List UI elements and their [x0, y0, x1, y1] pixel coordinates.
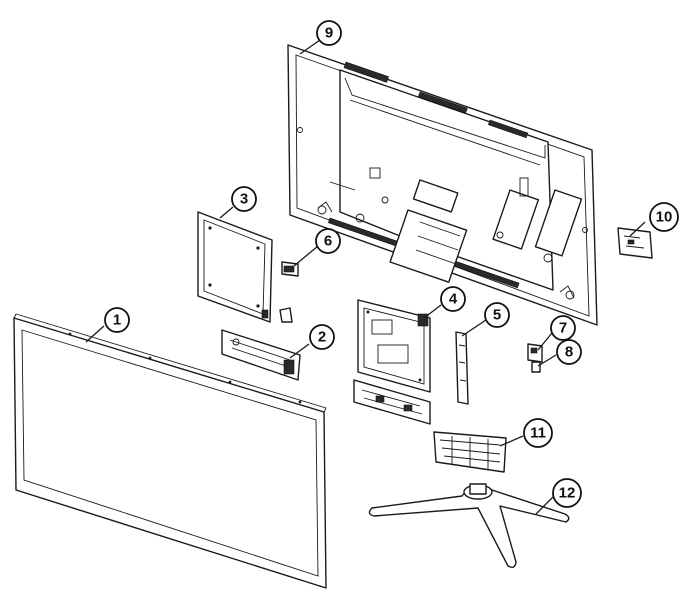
callout-1: 1 [104, 307, 130, 333]
leader-lines [85, 39, 646, 515]
callout-6: 6 [315, 228, 341, 254]
rear-cover-part [287, 44, 598, 326]
part-10-board [617, 227, 653, 259]
part-1-panel [13, 313, 327, 589]
callout-10: 10 [649, 202, 679, 232]
callout-8-label: 8 [565, 344, 573, 361]
callout-4: 4 [440, 286, 466, 312]
callout-6-label: 6 [324, 233, 332, 250]
callout-2-label: 2 [318, 329, 326, 346]
lower-bracket [353, 379, 431, 425]
callout-7-label: 7 [559, 320, 567, 337]
callout-5-label: 5 [493, 307, 501, 324]
part-12-stand-base [368, 483, 570, 569]
callout-11-label: 11 [530, 425, 546, 442]
callout-9: 9 [316, 20, 342, 46]
callout-3-label: 3 [240, 191, 248, 208]
callout-12-label: 12 [559, 485, 576, 502]
callout-10-label: 10 [656, 209, 673, 226]
part-3-board [197, 211, 273, 323]
part-11-stand-neck [433, 431, 507, 473]
callout-2: 2 [309, 324, 335, 350]
callout-12: 12 [552, 478, 582, 508]
callout-1-label: 1 [113, 312, 121, 329]
part-6-bracket [279, 261, 299, 323]
callout-7: 7 [550, 315, 576, 341]
callout-5: 5 [484, 302, 510, 328]
callout-9-label: 9 [325, 25, 333, 42]
part-4-board [357, 299, 431, 393]
part-2-bracket [221, 329, 301, 381]
callout-3: 3 [231, 186, 257, 212]
callout-4-label: 4 [449, 291, 458, 308]
callout-11: 11 [523, 418, 553, 448]
callout-8: 8 [556, 339, 582, 365]
part-5-strip [455, 331, 469, 405]
